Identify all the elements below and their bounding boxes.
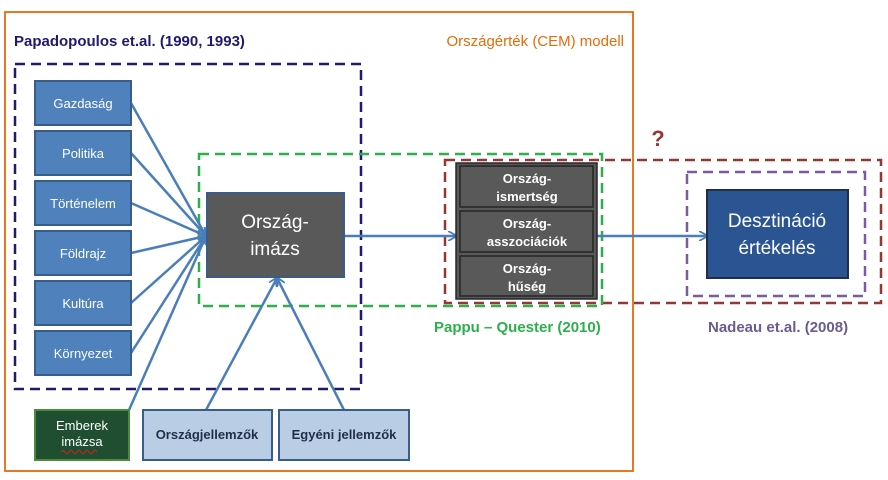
people-image-line1: Emberek bbox=[56, 418, 109, 433]
arrow-egyeni bbox=[277, 278, 346, 411]
factor-box: Kultúra bbox=[34, 280, 132, 326]
factor-label: Politika bbox=[62, 146, 105, 161]
equity-item: Ország- asszociációk bbox=[459, 210, 594, 253]
factor-box: Földrajz bbox=[34, 230, 132, 276]
factor-box: Politika bbox=[34, 130, 132, 176]
factor-box: Történelem bbox=[34, 180, 132, 226]
arrow-gazdasag bbox=[129, 102, 206, 236]
spellcheck-squiggle bbox=[60, 450, 98, 454]
people-image-line2: imázsa bbox=[61, 434, 103, 449]
nadeau-frame bbox=[685, 170, 867, 298]
country-image-line2: imázs bbox=[250, 239, 300, 260]
equity-item: Ország- ismertség bbox=[459, 165, 594, 208]
destination-line1: Desztináció bbox=[728, 211, 826, 232]
equity-stack: Ország- ismertség Ország- asszociációk O… bbox=[455, 162, 598, 300]
factor-label: Környezet bbox=[54, 346, 113, 361]
factor-label: Földrajz bbox=[60, 246, 106, 261]
equity-line2: hűség bbox=[508, 279, 546, 294]
question-mark: ? bbox=[651, 126, 664, 151]
country-image-box: Ország- imázs bbox=[206, 192, 345, 278]
factor-box: Környezet bbox=[34, 330, 132, 376]
factor-label: Kultúra bbox=[62, 296, 104, 311]
maroon-frame bbox=[443, 158, 883, 305]
arrow-kultura bbox=[130, 236, 206, 304]
arrow-politika bbox=[130, 152, 206, 236]
equity-line2: ismertség bbox=[496, 189, 557, 204]
factor-label: Gazdaság bbox=[53, 96, 112, 111]
factor-box: Gazdaság bbox=[34, 80, 132, 126]
equity-line2: asszociációk bbox=[487, 234, 568, 249]
individual-traits-label: Egyéni jellemzők bbox=[292, 427, 398, 442]
pappu-quester-label: Pappu – Quester (2010) bbox=[434, 319, 601, 336]
factor-label: Történelem bbox=[50, 196, 116, 211]
equity-line1: Ország- bbox=[503, 171, 551, 186]
arrow-orszagjellemzok bbox=[204, 278, 277, 411]
arrow-emberek bbox=[127, 236, 206, 411]
equity-item: Ország- hűség bbox=[459, 255, 594, 297]
people-image-box: Emberek imázsa bbox=[34, 409, 130, 461]
cem-model-label: Országérték (CEM) modell bbox=[446, 33, 624, 50]
cem-model-frame bbox=[4, 11, 634, 472]
nadeau-label: Nadeau et.al. (2008) bbox=[708, 319, 848, 336]
individual-traits-box: Egyéni jellemzők bbox=[278, 409, 410, 461]
arrow-foldrajz bbox=[130, 236, 206, 255]
country-traits-box: Országjellemzők bbox=[142, 409, 273, 461]
destination-box: Desztináció értékelés bbox=[706, 189, 849, 279]
arrow-kornyezet bbox=[129, 236, 206, 354]
arrows bbox=[127, 102, 707, 411]
destination-line2: értékelés bbox=[738, 238, 815, 259]
country-image-line1: Ország- bbox=[241, 212, 309, 233]
equity-line1: Ország- bbox=[503, 216, 551, 231]
papadopoulos-label: Papadopoulos et.al. (1990, 1993) bbox=[14, 33, 245, 50]
equity-line1: Ország- bbox=[503, 261, 551, 276]
factor-list: Gazdaság Politika Történelem Földrajz Ku… bbox=[34, 80, 132, 376]
country-traits-label: Országjellemzők bbox=[156, 427, 259, 442]
arrow-tortenelem bbox=[130, 201, 206, 236]
